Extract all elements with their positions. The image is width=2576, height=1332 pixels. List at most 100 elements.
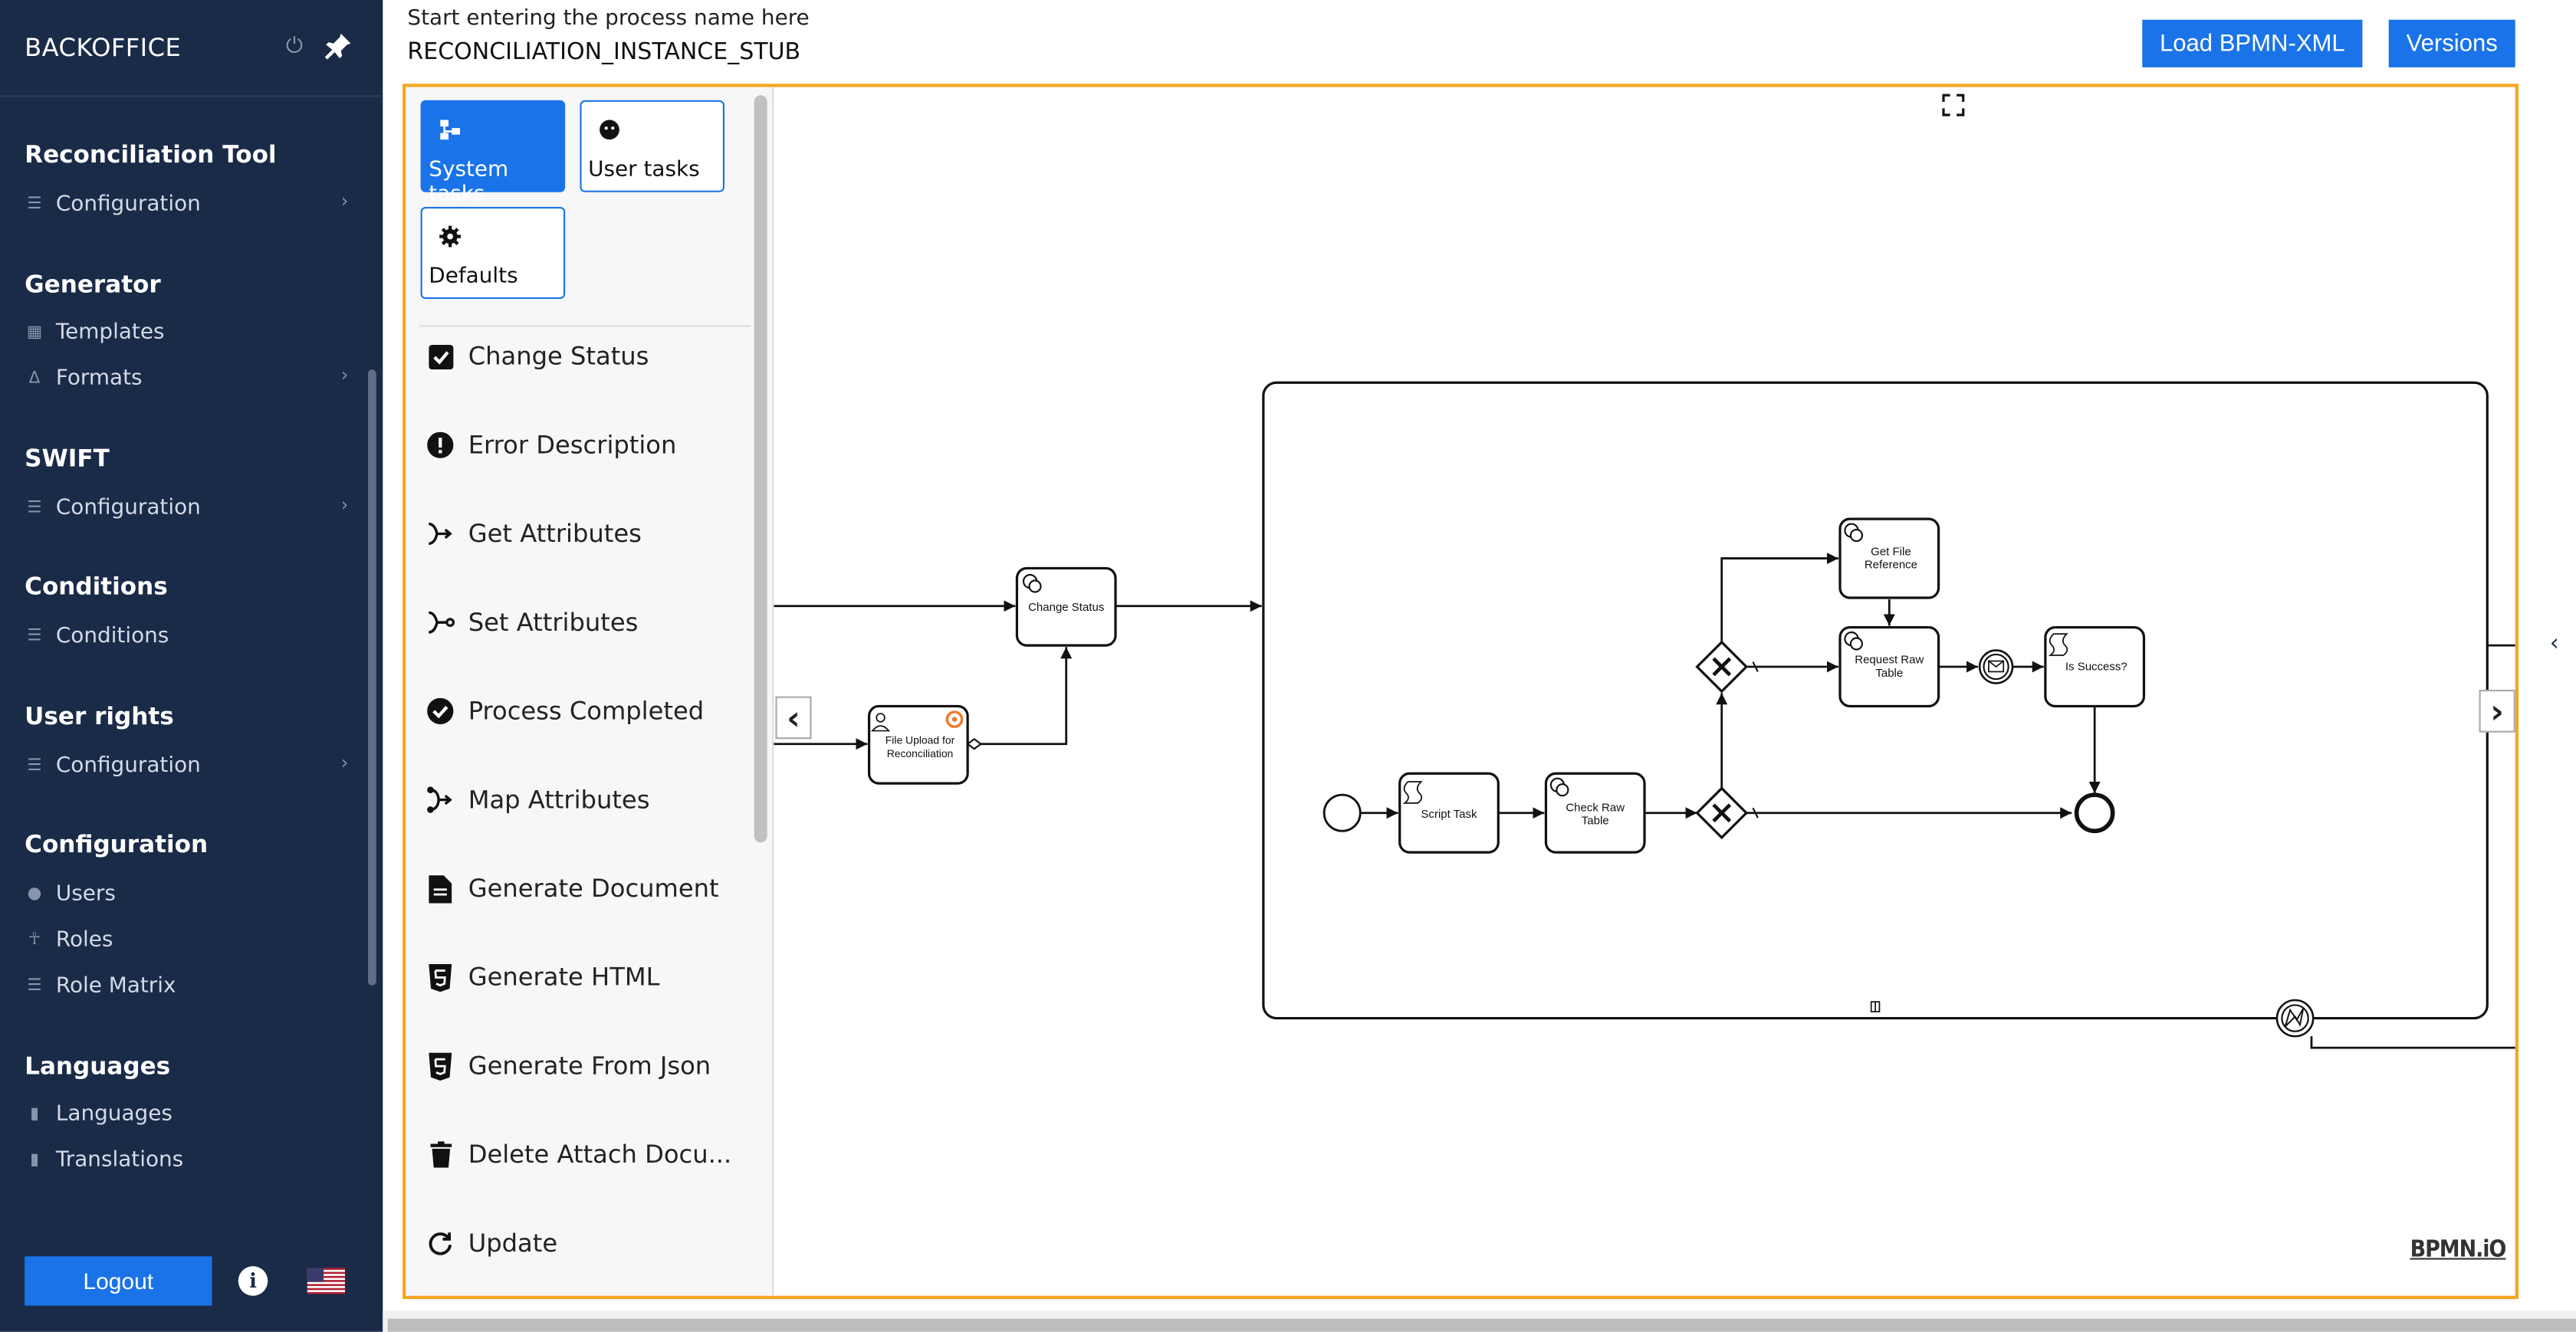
exclusive-gateway[interactable] — [1695, 640, 1749, 694]
chevron-right-icon: › — [340, 752, 349, 774]
palette-item-generate-html[interactable]: Generate HTML — [426, 956, 754, 999]
sidebar-item-users[interactable]: ● Users — [25, 875, 353, 911]
set-attributes-icon — [426, 608, 455, 638]
palette-item-process-completed[interactable]: Process Completed — [426, 690, 754, 733]
exclusive-gateway[interactable] — [1695, 786, 1749, 840]
fullscreen-icon[interactable] — [1942, 94, 1965, 116]
list-icon: ☰ — [27, 194, 42, 213]
tab-system-tasks[interactable]: System tasks — [420, 100, 566, 207]
power-icon[interactable]: ⏻ — [285, 34, 303, 60]
sidebar-item-roles[interactable]: ☥ Roles — [25, 921, 353, 957]
tab-label: User tasks — [588, 157, 700, 182]
checkbox-icon — [426, 342, 455, 372]
tab-defaults[interactable]: Defaults — [420, 207, 566, 299]
boundary-error-event[interactable] — [2275, 999, 2315, 1038]
process-name-input[interactable]: RECONCILIATION_INSTANCE_STUB — [407, 39, 801, 66]
sidebar-item-label: Conditions — [55, 623, 169, 648]
error-icon — [426, 430, 455, 460]
task-label: Script Task — [1421, 808, 1477, 821]
pin-icon[interactable] — [324, 31, 353, 61]
person-icon: ☥ — [28, 930, 41, 949]
us-flag-icon[interactable] — [307, 1268, 345, 1294]
check-circle-icon — [426, 697, 455, 727]
palette-divider — [419, 325, 751, 327]
sidebar-item-formats[interactable]: Δ Formats › — [25, 359, 353, 395]
task-file-upload[interactable]: File Upload for Reconciliation — [867, 704, 969, 785]
message-catch-event[interactable] — [1978, 649, 2014, 684]
palette-scrollbar[interactable] — [754, 95, 767, 843]
palette-item-label: Delete Attach Docu... — [468, 1140, 732, 1170]
palette-item-update[interactable]: Update — [426, 1222, 754, 1265]
format-icon: Δ — [28, 369, 41, 387]
system-tasks-icon — [440, 120, 460, 140]
sidebar-item-languages[interactable]: ▮ Languages — [25, 1095, 353, 1131]
user-tasks-icon — [600, 120, 619, 140]
process-name-placeholder: Start entering the process name here — [407, 6, 810, 31]
horizontal-scrollbar[interactable] — [387, 1318, 2576, 1332]
logout-button[interactable]: Logout — [25, 1256, 212, 1306]
document-icon — [426, 874, 455, 904]
sidebar-group-swift: SWIFT — [25, 446, 110, 474]
gear-icon — [439, 225, 462, 248]
task-label: Reconciliation — [887, 747, 954, 760]
palette-item-change-status[interactable]: Change Status — [426, 335, 754, 378]
sequence-flow[interactable] — [2310, 1036, 2518, 1049]
chevron-right-icon: › — [340, 364, 349, 386]
scroll-left-button[interactable]: ‹ — [775, 696, 812, 740]
file-icon: ▮ — [30, 1104, 39, 1123]
sidebar-item-swift-configuration[interactable]: ☰ Configuration › — [25, 490, 353, 526]
task-get-file-reference[interactable]: Get File Reference — [1838, 517, 1940, 599]
task-change-status[interactable]: Change Status — [1015, 566, 1117, 647]
task-script[interactable]: Script Task — [1398, 772, 1500, 854]
sidebar-item-templates[interactable]: ▦ Templates — [25, 313, 353, 349]
info-icon[interactable]: i — [238, 1266, 268, 1296]
scroll-right-button[interactable]: › — [2479, 690, 2515, 733]
task-check-raw-table[interactable]: Check Raw Table — [1544, 772, 1646, 854]
end-event[interactable] — [2074, 792, 2115, 834]
start-event[interactable] — [1322, 793, 1362, 832]
sidebar-item-label: Roles — [55, 927, 113, 952]
sidebar-item-user-rights-configuration[interactable]: ☰ Configuration › — [25, 747, 353, 783]
bpmn-io-logo[interactable]: BPMN.iO — [2410, 1236, 2507, 1263]
table-icon: ▦ — [26, 323, 43, 341]
palette-item-label: Get Attributes — [468, 519, 642, 549]
tab-label: System tasks — [429, 157, 509, 207]
tab-label: Defaults — [429, 264, 518, 290]
sidebar-scrollbar[interactable] — [368, 369, 376, 986]
map-attributes-icon — [426, 785, 455, 815]
palette-item-set-attributes[interactable]: Set Attributes — [426, 601, 754, 644]
trash-icon — [426, 1140, 455, 1170]
app-title: BACKOFFICE — [25, 32, 182, 63]
palette-item-generate-from-json[interactable]: Generate From Json — [426, 1045, 754, 1088]
versions-button[interactable]: Versions — [2388, 19, 2515, 67]
sidebar-footer: Logout i — [0, 1229, 383, 1332]
sequence-flow[interactable] — [968, 647, 1073, 746]
sequence-flow[interactable] — [1720, 553, 1838, 642]
sidebar-item-reconciliation-configuration[interactable]: ☰ Configuration › — [25, 185, 353, 221]
sidebar-item-role-matrix[interactable]: ☰ Role Matrix — [25, 967, 353, 1003]
palette-item-map-attributes[interactable]: Map Attributes — [426, 779, 754, 822]
collapse-panel-icon[interactable]: ‹ — [2549, 630, 2559, 658]
sidebar-header: BACKOFFICE ⏻ — [0, 0, 383, 97]
task-is-success[interactable]: Is Success? — [2044, 625, 2146, 708]
sidebar-item-conditions[interactable]: ☰ Conditions — [25, 618, 353, 654]
palette-item-label: Change Status — [468, 341, 649, 372]
sidebar-item-translations[interactable]: ▮ Translations — [25, 1141, 353, 1177]
task-label: Table — [1875, 667, 1903, 680]
palette-item-get-attributes[interactable]: Get Attributes — [426, 513, 754, 556]
sidebar-item-label: Configuration — [55, 191, 201, 216]
task-label: Get File — [1871, 545, 1911, 558]
tab-user-tasks[interactable]: User tasks — [580, 100, 724, 192]
list-icon: ☰ — [27, 756, 42, 775]
task-label: Table — [1582, 815, 1609, 828]
palette-item-generate-document[interactable]: Generate Document — [426, 867, 754, 910]
task-request-raw-table[interactable]: Request Raw Table — [1838, 625, 1940, 708]
palette-item-delete-attach-document[interactable]: Delete Attach Docu... — [426, 1134, 754, 1176]
refresh-icon — [426, 1229, 455, 1258]
load-bpmn-xml-button[interactable]: Load BPMN-XML — [2142, 19, 2363, 67]
bpmn-canvas[interactable]: Change Status File Upload for Reconcilia… — [774, 87, 2518, 1296]
chevron-left-icon: ‹ — [787, 697, 800, 738]
subprocess-collapse-marker[interactable] — [1870, 1001, 1881, 1012]
palette: System tasks User tasks Defaults Change … — [406, 87, 774, 1296]
palette-item-error-description[interactable]: Error Description — [426, 424, 754, 467]
